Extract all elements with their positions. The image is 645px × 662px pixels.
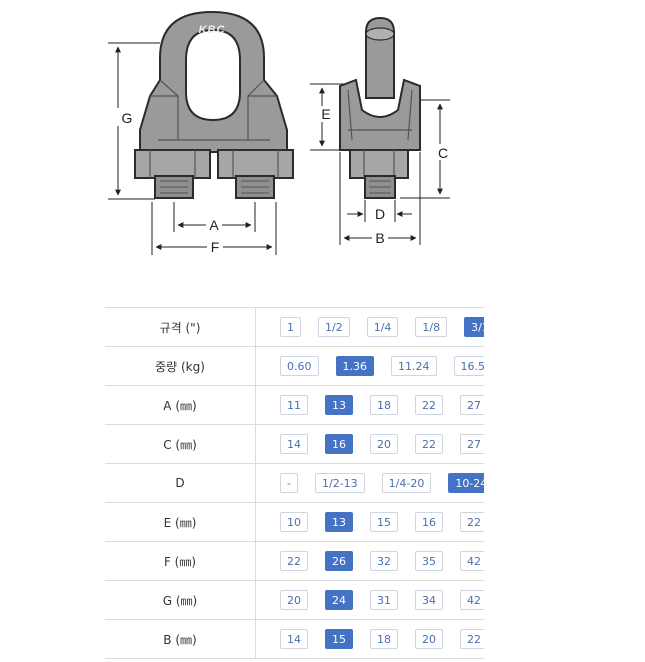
- option-button[interactable]: 22: [460, 512, 484, 532]
- label-b: B: [375, 230, 384, 246]
- option-button[interactable]: 0.60: [280, 356, 319, 376]
- option-button[interactable]: 27: [460, 434, 484, 454]
- dimension-a: A: [173, 202, 256, 233]
- label-e: E: [321, 106, 330, 122]
- option-list: -1/2-13 1/4-20 10-24: [268, 464, 484, 502]
- option-button[interactable]: 10: [280, 512, 308, 532]
- option-button-selected[interactable]: 13: [325, 395, 353, 415]
- option-button[interactable]: 11: [280, 395, 308, 415]
- option-button-selected[interactable]: 1.36: [335, 356, 374, 376]
- spec-row-options: 222632354249: [255, 541, 484, 581]
- option-button[interactable]: 20: [370, 434, 398, 454]
- dimension-f: F: [151, 202, 277, 255]
- spec-row-options: 101315162223: [255, 502, 484, 542]
- option-button[interactable]: 15: [370, 512, 398, 532]
- spec-row: D -1/2-13 1/4-20 10-24: [105, 463, 484, 503]
- option-button[interactable]: 11.24: [391, 356, 437, 376]
- option-button[interactable]: 22: [460, 629, 484, 649]
- spec-row: G (㎜)202431344254: [105, 580, 484, 620]
- spec-row-label: 중량 (kg): [105, 346, 256, 386]
- option-button[interactable]: 16: [415, 512, 443, 532]
- dimension-e: E: [310, 83, 345, 151]
- label-f: F: [211, 239, 220, 255]
- spec-row-options: -1/2-13 1/4-20 10-24: [255, 463, 484, 503]
- option-button[interactable]: 14: [280, 434, 308, 454]
- option-button[interactable]: 1/4-20: [381, 473, 432, 493]
- option-button[interactable]: 42: [460, 551, 484, 571]
- spec-row-options: 141620222735: [255, 424, 484, 464]
- option-button[interactable]: 20: [280, 590, 308, 610]
- option-button[interactable]: 14: [280, 629, 308, 649]
- option-button[interactable]: 22: [280, 551, 308, 571]
- option-list: 222632354249: [268, 542, 484, 580]
- label-c: C: [438, 145, 448, 161]
- spec-row-options: 202431344254: [255, 580, 484, 620]
- option-button-selected[interactable]: 3/16: [464, 317, 484, 337]
- option-button[interactable]: 20: [415, 629, 443, 649]
- option-button-selected[interactable]: 24: [325, 590, 353, 610]
- option-list: 202431344254: [268, 581, 484, 619]
- option-list: 141518202226: [268, 620, 484, 658]
- spec-row-label: G (㎜): [105, 580, 256, 620]
- spec-row-options: 1 1/2 1/4 1/8 3/16: [255, 307, 484, 347]
- option-list: 111318222728: [268, 386, 484, 424]
- option-button[interactable]: 31: [370, 590, 398, 610]
- spec-row: A (㎜)111318222728: [105, 385, 484, 425]
- spec-row-label: 규격 ("): [105, 307, 256, 347]
- dimension-d: D: [347, 200, 412, 222]
- option-button[interactable]: 22: [415, 395, 443, 415]
- option-button[interactable]: 1/2-13: [314, 473, 365, 493]
- option-button[interactable]: 1/8: [415, 317, 448, 337]
- option-button[interactable]: 22: [415, 434, 443, 454]
- spec-row: B (㎜)141518202226: [105, 619, 484, 659]
- label-a: A: [209, 217, 219, 233]
- option-button[interactable]: 1/2: [318, 317, 350, 337]
- option-list: 101315162223: [268, 503, 484, 541]
- option-button[interactable]: 42: [460, 590, 484, 610]
- side-view: [339, 16, 421, 199]
- spec-row-label: D: [105, 463, 256, 503]
- option-button[interactable]: 34: [415, 590, 443, 610]
- spec-row: 중량 (kg) 0.60 1.36 11.24 16.56: [105, 346, 484, 386]
- spec-option-table: 규격 (") 1 1/2 1/4 1/8 3/16 중량 (kg) 0.60 1.36 11.24…: [105, 307, 484, 659]
- option-button[interactable]: 1: [280, 317, 301, 337]
- wire-clip-dimension-diagram: KBC G A F: [108, 10, 450, 255]
- option-list: 141620222735: [268, 425, 484, 463]
- spec-row: E (㎜)101315162223: [105, 502, 484, 542]
- option-button[interactable]: 16.56: [453, 356, 484, 376]
- option-button-selected[interactable]: 26: [325, 551, 353, 571]
- option-button[interactable]: 18: [370, 395, 398, 415]
- front-view: KBC: [134, 10, 294, 199]
- spec-row-options: 111318222728: [255, 385, 484, 425]
- spec-row-label: A (㎜): [105, 385, 256, 425]
- spec-row-options: 0.60 1.36 11.24 16.56: [255, 346, 484, 386]
- spec-row: 규격 (") 1 1/2 1/4 1/8 3/16: [105, 307, 484, 347]
- option-button[interactable]: 27: [460, 395, 484, 415]
- option-button[interactable]: -: [280, 473, 298, 493]
- spec-row-options: 141518202226: [255, 619, 484, 659]
- spec-row-label: E (㎜): [105, 502, 256, 542]
- dimension-b: B: [339, 152, 421, 246]
- dimension-c: C: [400, 99, 450, 199]
- spec-row-label: C (㎜): [105, 424, 256, 464]
- brand-text: KBC: [199, 24, 226, 36]
- dimension-g: G: [108, 42, 160, 200]
- spec-row: C (㎜)141620222735: [105, 424, 484, 464]
- option-button[interactable]: 18: [370, 629, 398, 649]
- spec-row-label: B (㎜): [105, 619, 256, 659]
- option-button-selected[interactable]: 15: [325, 629, 353, 649]
- option-button-selected[interactable]: 13: [325, 512, 353, 532]
- option-list: 1 1/2 1/4 1/8 3/16: [268, 309, 484, 346]
- option-button-selected[interactable]: 10-24: [448, 473, 484, 493]
- option-button[interactable]: 1/4: [366, 317, 399, 337]
- option-button[interactable]: 32: [370, 551, 398, 571]
- spec-row-label: F (㎜): [105, 541, 256, 581]
- spec-row: F (㎜)222632354249: [105, 541, 484, 581]
- label-d: D: [375, 206, 385, 222]
- label-g: G: [122, 110, 133, 126]
- option-button-selected[interactable]: 16: [325, 434, 353, 454]
- option-button[interactable]: 35: [415, 551, 443, 571]
- option-list: 0.60 1.36 11.24 16.56: [268, 347, 484, 385]
